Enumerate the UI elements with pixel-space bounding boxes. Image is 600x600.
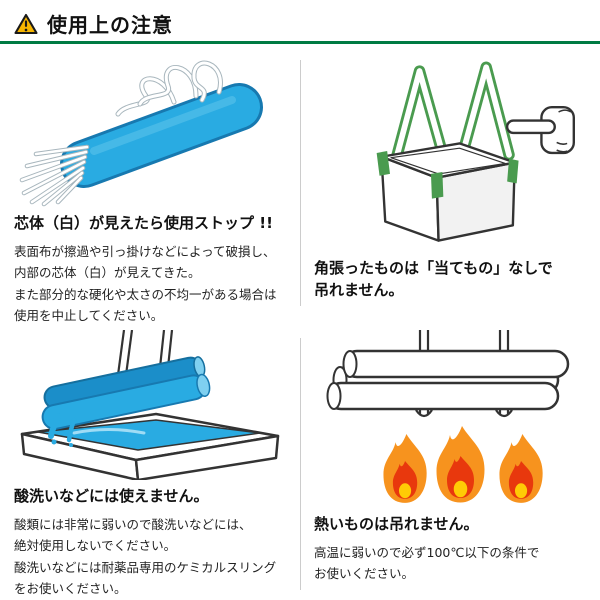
white-core-fibers — [19, 144, 90, 207]
strap-underwrap — [415, 409, 433, 418]
flame-icons — [383, 426, 543, 503]
acid-tank — [20, 412, 280, 480]
acid-body: 酸類には非常に弱いので酸洗いなどには、 絶対使用しないでください。 酸洗いなどに… — [14, 516, 277, 597]
acid-drips — [48, 413, 77, 443]
vertical-divider-bottom — [300, 338, 301, 590]
pointing-hand-icon — [505, 106, 575, 155]
white-core-strings — [115, 60, 223, 117]
heat-body: 高温に弱いので必ず100℃以下の条件で お使いください。 — [314, 544, 540, 582]
bag-corner-bands — [376, 151, 519, 199]
vertical-divider-top — [300, 60, 301, 306]
liquid-highlight — [72, 428, 146, 435]
header: 使用上の注意 — [14, 9, 173, 38]
frayed-core-body: 表面布が擦過や引っ掛けなどによって破損し、 内部の芯体（白）が見えてきた。 また… — [14, 243, 277, 324]
section-heat: 熱いものは吊れません。 高温に弱いので必ず100℃以下の条件で お使いください。 — [300, 330, 600, 600]
bag-body — [380, 142, 516, 242]
acid-drop — [51, 439, 57, 445]
frayed-core-heading: 芯体（白）が見えたら使用ストップ !! — [14, 214, 273, 232]
warning-triangle-icon — [14, 13, 38, 34]
page-title: 使用上の注意 — [47, 13, 173, 37]
hot-load-illustration — [326, 330, 570, 503]
blue-sling-band — [60, 83, 263, 188]
frayed-sling-illustration — [19, 60, 263, 207]
heat-heading: 熱いものは吊れません。 — [314, 515, 479, 533]
section-frayed-core: 芯体（白）が見えたら使用ストップ !! 表面布が擦過や引っ掛けなどによって破損し… — [0, 52, 300, 328]
acid-drop — [69, 443, 73, 447]
header-rule — [0, 41, 600, 44]
acid-bath-illustration — [20, 330, 280, 480]
section-acid: 酸洗いなどには使えません。 酸類には非常に弱いので酸洗いなどには、 絶対使用しな… — [0, 330, 300, 600]
pipe-bundle — [326, 349, 570, 411]
container-bag-illustration — [376, 61, 575, 242]
acid-heading: 酸洗いなどには使えません。 — [14, 487, 209, 505]
bag-straps — [390, 61, 515, 163]
sharp-edges-heading: 角張ったものは「当てもの」なしで 吊れません。 — [314, 259, 553, 299]
strap-underwrap — [495, 409, 513, 418]
section-sharp-edges: 角張ったものは「当てもの」なしで 吊れません。 — [300, 52, 600, 328]
dipped-logs — [41, 356, 211, 430]
